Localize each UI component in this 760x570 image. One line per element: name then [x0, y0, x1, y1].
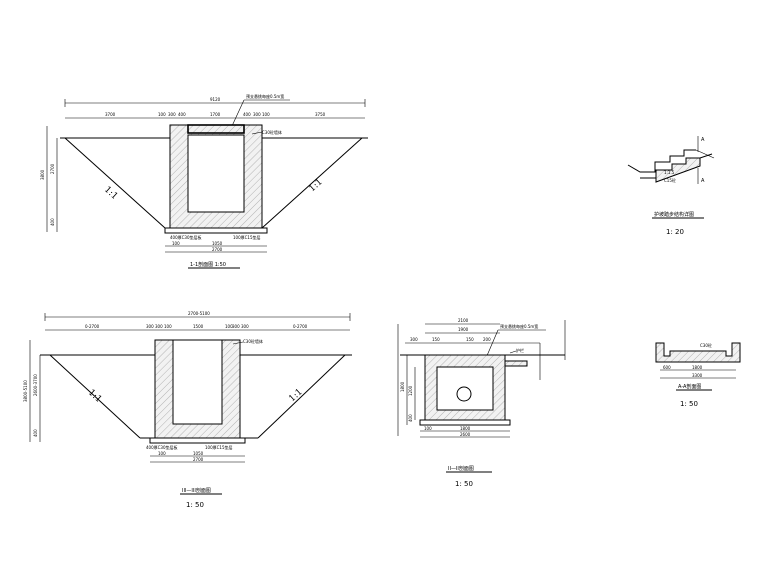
- top-right-dim: 3750: [315, 112, 326, 117]
- section-title: 1-1剖面图 1:50: [190, 261, 226, 268]
- base-dim-2: 1050: [212, 241, 223, 246]
- concrete-note: C30砼墙体: [243, 338, 263, 344]
- left-dim-1: 1800: [400, 381, 405, 392]
- top-total-dim: 2700-5100: [188, 311, 210, 316]
- top-mid-dim-2: 300: [410, 337, 418, 342]
- base-dim-2: 1800: [460, 426, 471, 431]
- top-total-dim: 9120: [210, 97, 221, 102]
- top-mid-dim-5: 100: [225, 324, 233, 329]
- base-dim-1: 100: [172, 241, 180, 246]
- dim-1: 600: [663, 365, 671, 370]
- top-mid-dim-7: 100: [262, 112, 270, 117]
- left-dim-1: 3800: [40, 169, 45, 180]
- base-note-left: 400厚C30垫层板: [170, 234, 202, 240]
- base-dim-1: 100: [158, 451, 166, 456]
- slope-left-label: 1:1: [102, 185, 119, 202]
- top-mid-dim-2: 300: [168, 112, 176, 117]
- top-mid-dim-4: 150: [466, 337, 474, 342]
- section-title: A-A剖面图: [678, 383, 701, 390]
- top-right-dim: 0-2700: [293, 324, 308, 329]
- concrete-note: C30砼: [700, 342, 712, 348]
- top-mid-dim-7: 300: [241, 324, 249, 329]
- concrete-note: C15砼: [664, 177, 676, 183]
- bar-note: 预支悬挑每座0.5m宽: [500, 323, 538, 329]
- slope-right-label: 1:1: [307, 177, 324, 194]
- base-note-right: 100厚C15垫层: [233, 234, 261, 240]
- dim-3: 3300: [692, 373, 703, 378]
- section-3-3-drawing: 2700-5100 0-2700 300 300 100 1500 100 30…: [23, 311, 352, 509]
- top-mid-dim-3: 100: [164, 324, 172, 329]
- top-mid-dim-5: 400: [243, 112, 251, 117]
- base-dim-3: 2600: [460, 432, 471, 437]
- slope-right-label: 1:1: [287, 387, 304, 404]
- base-dim-3: 2700: [212, 247, 223, 252]
- top-mid-dim-1: 300: [146, 324, 154, 329]
- top-mid-dim-6: 300: [253, 112, 261, 117]
- left-dim-3: 400: [50, 218, 55, 226]
- dim-2: 1800: [692, 365, 703, 370]
- top-mid-dim-4: 1700: [210, 112, 221, 117]
- section-title: III—III剖面图: [182, 487, 211, 494]
- left-dim-3: 400: [408, 414, 413, 422]
- top-mid-dim-2: 300: [155, 324, 163, 329]
- top-mid-dim-3: 400: [178, 112, 186, 117]
- section-scale: 1: 50: [455, 480, 473, 488]
- left-dim-2: 2700: [50, 163, 55, 174]
- base-dim-1: 100: [424, 426, 432, 431]
- section-scale: 1: 50: [186, 501, 204, 509]
- section-scale: 1: 50: [680, 400, 698, 408]
- slope-note: 1:1.5: [664, 170, 675, 175]
- top-mid-dim-6: 300: [232, 324, 240, 329]
- section-2-2-drawing: 2100 1900 300 150 150 200 预支悬挑每座0.5m宽 护栏…: [397, 318, 566, 488]
- top-mid-dim-1: 1900: [458, 327, 469, 332]
- top-mid-dim-5: 200: [483, 337, 491, 342]
- guard-note: 护栏: [516, 347, 524, 353]
- top-left-dim: 0-2700: [85, 324, 100, 329]
- section-scale: 1: 20: [666, 228, 684, 236]
- base-note-left: 400厚C30垫层板: [146, 444, 178, 450]
- section-title: 护坡踏步结构详图: [654, 211, 694, 218]
- base-note-right: 100厚C15垫层: [205, 444, 233, 450]
- top-mid-dim-4: 1500: [193, 324, 204, 329]
- left-dim-3: 400: [33, 429, 38, 437]
- base-dim-2: 1050: [193, 451, 204, 456]
- concrete-note: C30砼墙体: [262, 129, 282, 135]
- left-dim-2: 1200: [408, 385, 413, 396]
- top-mid-dim-1: 100: [158, 112, 166, 117]
- base-dim-3: 2700: [193, 457, 204, 462]
- top-total-dim: 2100: [458, 318, 469, 323]
- section-mark-a-bottom: A: [701, 178, 705, 184]
- left-dim-2: 2600-3700: [33, 374, 38, 396]
- bar-note: 预支悬挑每座0.5m宽: [246, 93, 284, 99]
- left-dim-1: 3800-5100: [23, 380, 28, 402]
- slope-step-detail-drawing: A A 1:1.5 C15砼 护坡踏步结构详图 1: 20: [627, 136, 715, 236]
- top-left-dim: 3700: [105, 112, 116, 117]
- top-mid-dim-3: 150: [432, 337, 440, 342]
- section-mark-a-top: A: [701, 137, 705, 143]
- section-title: II—II剖面图: [448, 465, 474, 472]
- section-a-a-drawing: C30砼 600 1800 3300 A-A剖面图 1: 50: [655, 342, 741, 408]
- section-1-1-drawing: 9120 3700 100 300 400 1700 400 300 100 3…: [40, 93, 368, 269]
